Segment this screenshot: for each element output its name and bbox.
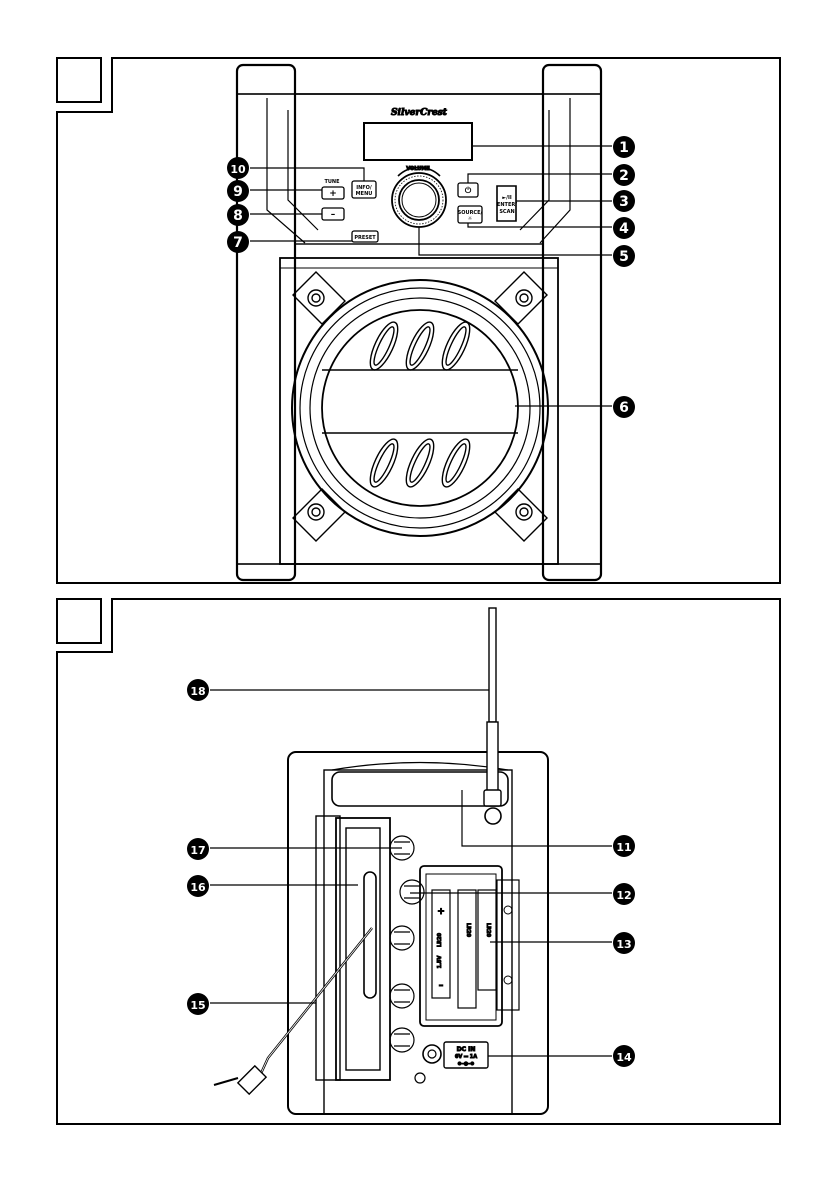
- figure-number-box-back: [57, 599, 101, 643]
- preset-button[interactable]: PRESET: [352, 231, 378, 242]
- callout-18: 18: [187, 679, 209, 701]
- callout-2: 2: [613, 164, 635, 186]
- callout-number: 14: [616, 1051, 632, 1064]
- callout-17: 17: [187, 838, 209, 860]
- radio-back: + – LR20 1.5V LR20 LR20 DC IN 6V ⎓ 1A ⊖-…: [214, 608, 548, 1114]
- callout-9: 9: [227, 180, 249, 202]
- callout-number: 12: [616, 889, 631, 902]
- radio-front: SilverCrest: [237, 65, 601, 580]
- aux-cable: [214, 928, 372, 1094]
- info-menu-button[interactable]: INFO/ MENU: [352, 181, 376, 198]
- svg-text:PRESET: PRESET: [354, 235, 376, 241]
- figure-number-box-front: [57, 58, 101, 102]
- callout-number: 2: [619, 168, 629, 184]
- callout-4: 4: [613, 217, 635, 239]
- display: [364, 123, 472, 160]
- carry-handle: [332, 772, 508, 806]
- callout-number: 9: [233, 184, 243, 200]
- battery-compartment: + – LR20 1.5V LR20 LR20: [420, 866, 519, 1026]
- svg-text:DC IN: DC IN: [457, 1046, 476, 1053]
- svg-text:6V ⎓ 1A: 6V ⎓ 1A: [455, 1054, 477, 1060]
- callout-number: 3: [619, 194, 629, 210]
- svg-text:LR20: LR20: [437, 932, 443, 947]
- callout-3: 3: [613, 190, 635, 212]
- callout-number: 4: [619, 221, 629, 237]
- callout-7: 7: [227, 231, 249, 253]
- source-button[interactable]: SOURCE/ ☼: [458, 206, 483, 223]
- dc-in-socket[interactable]: DC IN 6V ⎓ 1A ⊖-●-⊕: [415, 1042, 488, 1083]
- callout-11: 11: [613, 835, 635, 857]
- callout-number: 16: [190, 881, 206, 894]
- callout-number: 8: [233, 208, 243, 224]
- svg-text:⏻: ⏻: [465, 186, 472, 195]
- svg-text:+: +: [329, 189, 337, 199]
- callout-14: 14: [613, 1045, 635, 1067]
- svg-text:ENTER/: ENTER/: [497, 202, 517, 208]
- callout-13: 13: [613, 932, 635, 954]
- telescopic-antenna: [484, 608, 501, 824]
- tune-plus-button[interactable]: TUNE +: [322, 179, 344, 199]
- callout-6: 6: [613, 396, 635, 418]
- brand-logo: SilverCrest: [391, 108, 448, 118]
- tune-minus-button[interactable]: –: [322, 208, 344, 220]
- callout-number: 5: [619, 249, 629, 265]
- callout-16: 16: [187, 875, 209, 897]
- back-leader-lines: [210, 690, 612, 1056]
- cable-storage-compartment: [316, 816, 424, 1080]
- svg-text:☼: ☼: [468, 216, 472, 222]
- svg-text:TUNE: TUNE: [324, 179, 340, 185]
- svg-text:–: –: [331, 210, 336, 220]
- callout-10: 10: [227, 157, 249, 179]
- svg-text:MENU: MENU: [356, 191, 373, 197]
- callout-1: 1: [613, 136, 635, 158]
- callout-8: 8: [227, 204, 249, 226]
- callout-number: 11: [616, 841, 631, 854]
- callout-number: 6: [619, 400, 629, 416]
- power-button[interactable]: ⏻: [458, 183, 478, 197]
- svg-text:►/II: ►/II: [502, 195, 512, 201]
- front-view-panel: SilverCrest VOLUME TUNE + –: [57, 58, 780, 583]
- svg-text:1.5V: 1.5V: [437, 956, 443, 969]
- callout-5: 5: [613, 245, 635, 267]
- callout-number: 18: [190, 685, 205, 698]
- callout-15: 15: [187, 993, 209, 1015]
- volume-knob[interactable]: VOLUME: [392, 166, 446, 227]
- callout-number: 17: [190, 844, 205, 857]
- callout-number: 15: [190, 999, 205, 1012]
- svg-text:LR20: LR20: [465, 923, 471, 938]
- svg-text:–: –: [439, 981, 444, 991]
- speaker: [292, 272, 548, 541]
- svg-text:+: +: [437, 907, 445, 917]
- callout-number: 1: [619, 140, 629, 156]
- play-enter-scan-button[interactable]: ►/II ENTER/ SCAN: [497, 186, 517, 221]
- svg-text:SCAN: SCAN: [499, 209, 514, 215]
- callout-12: 12: [613, 883, 635, 905]
- callout-number: 7: [233, 235, 243, 251]
- svg-text:⊖-●-⊕: ⊖-●-⊕: [458, 1061, 475, 1067]
- back-view-panel: + – LR20 1.5V LR20 LR20 DC IN 6V ⎓ 1A ⊖-…: [57, 599, 780, 1124]
- svg-text:LR20: LR20: [485, 923, 491, 938]
- callout-number: 13: [616, 938, 631, 951]
- callout-number: 10: [230, 163, 246, 176]
